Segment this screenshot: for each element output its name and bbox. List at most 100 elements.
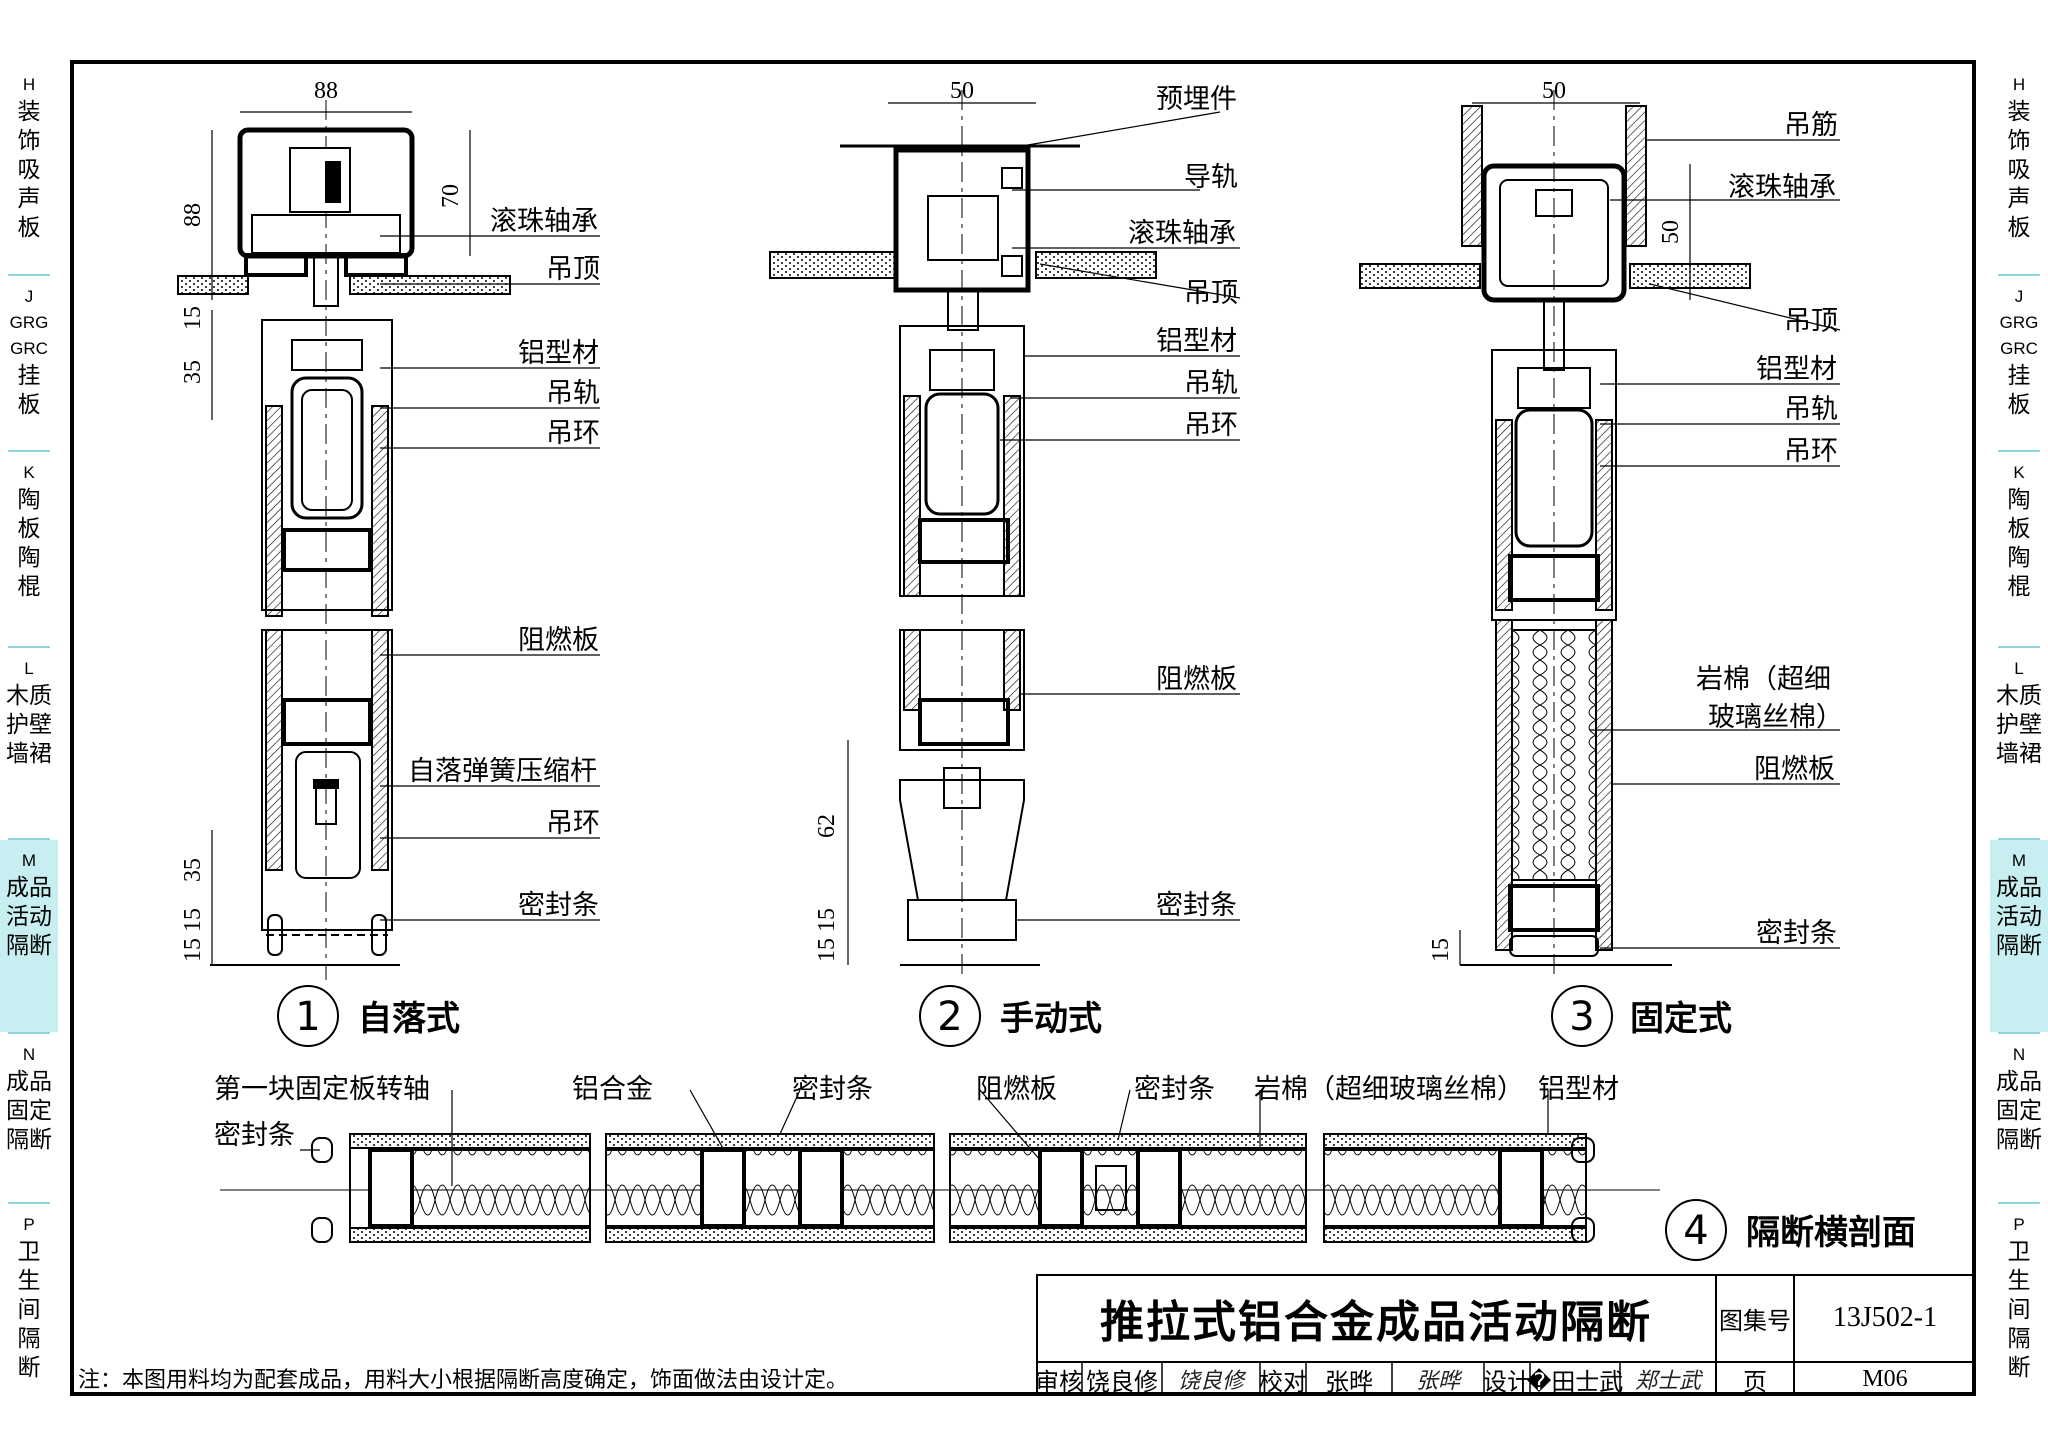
svg-text:15: 15 (814, 938, 840, 962)
side-tab-code: J (24, 287, 34, 306)
detail-4-text: 第一块固定板转轴 铝合金 密封条 阻燃板 密封条 岩棉（超细玻璃丝棉） 铝型材 … (214, 1074, 1916, 1254)
side-tab-label: 隔断 (1996, 933, 2042, 959)
svg-text:62: 62 (814, 814, 840, 838)
detail-2-drawing (769, 90, 1241, 1047)
svg-text:吊轨: 吊轨 (1184, 368, 1238, 399)
side-tab-label: 挂 (17, 363, 41, 389)
side-tab-code: H (2012, 75, 2026, 94)
side-tab-label: 断 (17, 1355, 41, 1381)
detail-3-drawing (1359, 90, 1841, 1047)
side-tab-label: 板 (17, 392, 41, 418)
svg-text:3: 3 (1569, 994, 1594, 1040)
side-tab-label: 卫 (2007, 1239, 2031, 1265)
svg-text:吊轨: 吊轨 (546, 378, 600, 409)
side-tab-label: 成品 (1996, 875, 2042, 901)
review-label: 审核 (1035, 1367, 1083, 1396)
side-tab-code: M (21, 851, 37, 870)
side-tab-label: 装 (2007, 99, 2031, 125)
side-tab-code: N (22, 1045, 36, 1064)
side-tab-label: 木质 (6, 683, 52, 709)
svg-text:吊环: 吊环 (1184, 410, 1238, 441)
side-tab-separator (8, 450, 50, 452)
svg-text:2: 2 (937, 994, 962, 1040)
side-tab-separator (8, 838, 50, 840)
svg-text:密封条: 密封条 (1156, 890, 1237, 921)
detail-4-drawing (220, 1089, 1727, 1261)
side-tab-code: N (2012, 1045, 2026, 1064)
side-tab-label: 生 (2007, 1268, 2031, 1294)
svg-text:密封条: 密封条 (518, 890, 599, 921)
side-tab-label: GRC (10, 339, 48, 358)
svg-text:吊顶: 吊顶 (1784, 306, 1838, 337)
title-block-grid (1036, 1274, 1976, 1396)
side-tab-label: 成品 (6, 875, 52, 901)
svg-text:15: 15 (180, 908, 206, 932)
detail-2-text: 50 62 15 15 预埋件 导轨 滚珠轴承 吊顶 铝型材 吊轨 吊环 阻燃板… (814, 78, 1238, 1040)
side-tab-label: 固定 (6, 1098, 52, 1124)
svg-text:预埋件: 预埋件 (1156, 84, 1237, 115)
svg-text:吊顶: 吊顶 (546, 254, 600, 285)
svg-text:15: 15 (180, 306, 206, 330)
designer-name: �田士武 (1526, 1367, 1624, 1396)
side-tab-code: L (2014, 659, 2024, 678)
side-tab-separator (8, 1032, 50, 1034)
side-tab-label: 陶 (2007, 545, 2031, 571)
side-tab-label: 固定 (1996, 1098, 2042, 1124)
side-tab-code: L (24, 659, 34, 678)
drawing-note: 注：本图用料均为配套成品，用料大小根据隔断高度确定，饰面做法由设计定。 (78, 1368, 849, 1393)
svg-text:隔断横剖面: 隔断横剖面 (1746, 1213, 1916, 1253)
side-tab-label: 墙裙 (6, 741, 52, 767)
side-tab-label: 护壁 (6, 712, 52, 738)
side-tab-label: 隔 (2007, 1326, 2031, 1352)
side-tab-code: H (22, 75, 36, 94)
svg-text:吊环: 吊环 (1784, 436, 1838, 467)
svg-text:固定式: 固定式 (1630, 999, 1732, 1039)
svg-text:密封条: 密封条 (792, 1074, 873, 1105)
svg-text:15: 15 (814, 908, 840, 932)
svg-text:35: 35 (180, 858, 206, 882)
side-tab-separator (1998, 838, 2040, 840)
side-tab-label: 成品 (1996, 1069, 2042, 1095)
svg-text:50: 50 (1658, 220, 1684, 244)
drawing-frame (70, 60, 1976, 1396)
side-tab-label: 活动 (6, 904, 52, 930)
side-tab-label: 陶 (17, 487, 41, 513)
side-tab-label: 声 (2007, 186, 2031, 212)
side-tab-label: 板 (2007, 392, 2031, 418)
detail-1-drawing (177, 100, 600, 1047)
svg-text:吊筋: 吊筋 (1784, 110, 1838, 141)
checker-signature: 张晔 (1415, 1369, 1460, 1394)
svg-text:密封条: 密封条 (214, 1120, 295, 1151)
checker-name: 张晔 (1325, 1367, 1373, 1396)
detail-3-text: 50 50 15 吊筋 滚珠轴承 吊顶 铝型材 吊轨 吊环 岩棉（超细 玻璃丝棉… (1428, 78, 1843, 1040)
svg-text:吊轨: 吊轨 (1784, 394, 1838, 425)
svg-text:滚珠轴承: 滚珠轴承 (490, 206, 598, 237)
svg-text:密封条: 密封条 (1134, 1074, 1215, 1105)
svg-text:第一块固定板转轴: 第一块固定板转轴 (214, 1074, 430, 1105)
side-tab-code: K (2013, 463, 2025, 482)
svg-text:铝型材: 铝型材 (1156, 326, 1237, 357)
side-tab-label: 饰 (2007, 128, 2031, 154)
side-tab-code: P (2013, 1215, 2025, 1234)
svg-text:阻燃板: 阻燃板 (976, 1074, 1057, 1105)
svg-text:70: 70 (438, 184, 464, 208)
side-tab-label: 板 (17, 215, 41, 241)
side-tab-label: 护壁 (1996, 712, 2042, 738)
designer-signature: 郑士武 (1634, 1369, 1701, 1394)
side-tab-label: 声 (17, 186, 41, 212)
side-tab-label: 装 (17, 99, 41, 125)
